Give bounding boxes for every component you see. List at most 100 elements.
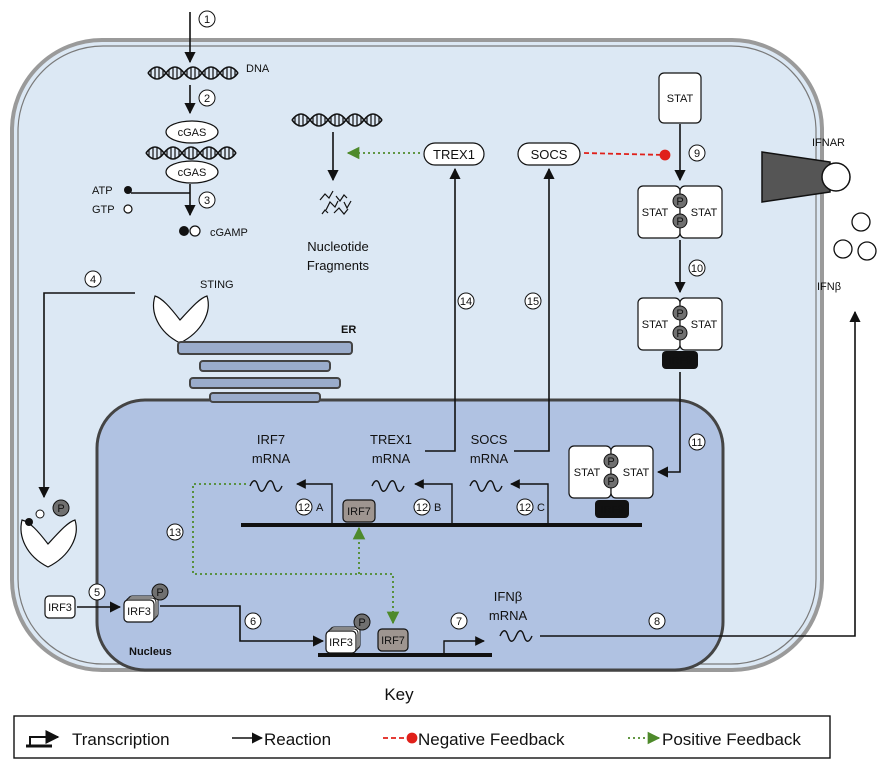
- ifnar-label: IFNAR: [812, 137, 845, 149]
- cgas-bottom-label: cGAS: [178, 167, 207, 179]
- svg-text:13: 13: [169, 527, 181, 539]
- svg-text:IRF3: IRF3: [329, 637, 353, 649]
- endoplasmic-reticulum: [177, 341, 353, 403]
- fragments-label: Fragments: [307, 258, 370, 273]
- gtp-label: GTP: [92, 204, 115, 216]
- activated-sting-icon: [20, 519, 77, 568]
- arrow-8: [540, 310, 861, 637]
- nucleotide-label: Nucleotide: [307, 239, 368, 254]
- svg-text:P: P: [358, 617, 365, 629]
- svg-text:9: 9: [694, 148, 700, 160]
- trex1-protein: [423, 142, 485, 166]
- key-transcription: Transcription: [26, 730, 170, 749]
- step-10: 10: [688, 259, 706, 277]
- svg-text:P: P: [607, 456, 614, 468]
- stat-monomer: [658, 72, 702, 124]
- step-5: 5: [88, 583, 106, 601]
- svg-text:15: 15: [527, 296, 539, 308]
- step-8: 8: [648, 612, 666, 630]
- svg-text:STAT: STAT: [642, 319, 669, 331]
- ifnb-molecule-2: [833, 239, 853, 259]
- gtp-icon: [123, 204, 133, 214]
- svg-text:C: C: [537, 502, 545, 514]
- socs-protein-label: SOCS: [531, 147, 568, 162]
- ifnb-molecule-3: [857, 241, 877, 261]
- irf7-ifnb-promoter: [377, 628, 409, 652]
- sting-cgamp-white: [35, 509, 45, 519]
- trex1-protein-label: TREX1: [433, 147, 475, 162]
- trex1-mrna-label-1: TREX1: [370, 432, 412, 447]
- step-7: 7: [450, 612, 468, 630]
- nucleotide-fragments-icon: [319, 190, 352, 215]
- step-12b: 12 B: [413, 498, 441, 516]
- step-6: 6: [244, 612, 262, 630]
- step-13: 13: [166, 523, 184, 541]
- step-11: 11: [688, 433, 706, 451]
- svg-text:1: 1: [204, 14, 210, 26]
- svg-text:P: P: [676, 196, 683, 208]
- er-label: ER: [341, 324, 356, 336]
- svg-text:STAT: STAT: [691, 319, 718, 331]
- key-positive-label: Positive Feedback: [662, 730, 801, 749]
- step-14: 14: [457, 292, 475, 310]
- svg-text:12: 12: [416, 502, 428, 514]
- cgamp-icon-a: [179, 226, 189, 236]
- svg-text:B: B: [434, 502, 441, 514]
- svg-text:6: 6: [250, 616, 256, 628]
- irf7-isg-promoter: [342, 499, 376, 523]
- socs-transcription-start: [510, 479, 549, 523]
- irf7-positive-feedback: [192, 483, 400, 625]
- atp-label: ATP: [92, 185, 113, 197]
- svg-text:5: 5: [94, 587, 100, 599]
- irf3-inactive: [44, 595, 76, 619]
- svg-text:11: 11: [691, 437, 702, 449]
- step-12c: 12 C: [516, 498, 545, 516]
- sting-protein: [153, 295, 209, 344]
- cgas-bottom: [165, 160, 219, 184]
- svg-text:STAT: STAT: [691, 207, 718, 219]
- step-12a: 12 A: [295, 498, 324, 516]
- irf7-mrna-label-1: IRF7: [257, 432, 285, 447]
- svg-text:STAT: STAT: [642, 207, 669, 219]
- arrow-4: [38, 292, 135, 499]
- isgf3-complex-cytoplasm: STAT STAT P P IRF9: [637, 297, 723, 369]
- trex1-translation-line: [425, 167, 461, 452]
- sting-label: STING: [200, 279, 234, 291]
- svg-text:P: P: [676, 216, 683, 228]
- trex1-transcription-start: [414, 479, 453, 523]
- ifnb-molecule-1: [851, 212, 871, 232]
- svg-text:8: 8: [654, 616, 660, 628]
- key-negative-label: Negative Feedback: [418, 730, 565, 749]
- svg-text:P: P: [676, 328, 683, 340]
- irf7-mrna-label-2: mRNA: [252, 451, 291, 466]
- step-4: 4: [84, 270, 102, 288]
- key-positive: Positive Feedback: [628, 730, 801, 749]
- socs-mrna-label-2: mRNA: [470, 451, 509, 466]
- svg-text:A: A: [316, 502, 324, 514]
- svg-text:P: P: [607, 476, 614, 488]
- socs-negative-feedback: [583, 149, 671, 161]
- svg-text:12: 12: [519, 502, 531, 514]
- ifnb-mrna-label-2: mRNA: [489, 608, 528, 623]
- ifnb-mrna-label-1: IFNβ: [494, 589, 522, 604]
- svg-text:3: 3: [204, 195, 210, 207]
- arrow-11: [656, 372, 681, 478]
- isgf3-complex-nucleus: STAT STAT P P IRF9: [568, 445, 654, 518]
- svg-text:2: 2: [204, 93, 210, 105]
- ifnar-receptor: [761, 151, 851, 203]
- svg-text:IRF9: IRF9: [600, 504, 624, 516]
- key-negative: Negative Feedback: [383, 730, 565, 749]
- nucleus: [95, 398, 725, 672]
- sting-cgamp-black: [25, 518, 33, 526]
- arrow-6: [160, 605, 325, 647]
- step-2: 2: [198, 89, 216, 107]
- svg-text:STAT: STAT: [574, 467, 601, 479]
- key-title: Key: [384, 685, 414, 704]
- nucleus-label: Nucleus: [129, 646, 172, 658]
- svg-text:7: 7: [456, 616, 462, 628]
- svg-text:P: P: [156, 587, 163, 599]
- sting-phospho-label: P: [57, 503, 64, 515]
- socs-protein: [517, 142, 581, 166]
- transcription-symbol-icon: [29, 730, 60, 745]
- svg-text:P: P: [676, 308, 683, 320]
